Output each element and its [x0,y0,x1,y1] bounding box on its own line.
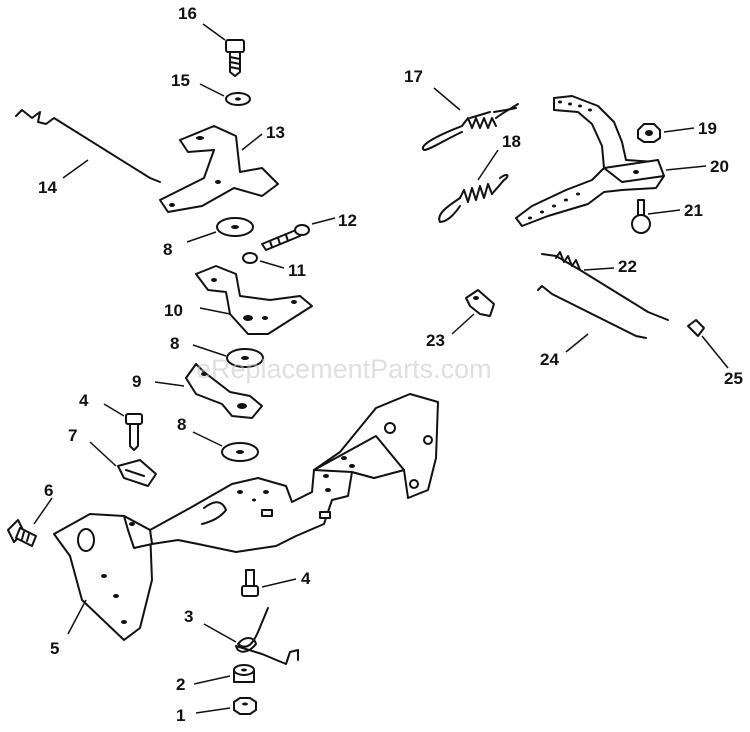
part-16-bolt [225,39,245,77]
callout-6: 6 [44,481,53,500]
part-19-nut [637,123,661,143]
callout-2: 2 [176,675,185,694]
part-15-washer [225,92,251,106]
part-21-bolt [631,199,651,234]
callout-20: 20 [710,157,729,176]
callout-10: 10 [164,301,183,320]
part-4-bolt-lower [241,569,259,597]
callout-9: 9 [132,372,141,391]
callout-11: 11 [288,261,306,280]
callout-3: 3 [184,607,193,626]
callout-21: 21 [684,201,703,220]
callout-5: 5 [50,639,59,658]
part-2-spacer [233,664,255,683]
callout-25: 25 [724,369,743,388]
part-18-spring [438,173,509,223]
callout-8a: 8 [163,240,172,259]
callout-1: 1 [176,706,185,725]
part-4-bolt-upper [125,413,143,451]
callout-18: 18 [502,132,521,151]
callout-7: 7 [68,426,77,445]
part-7-clip [117,459,157,487]
part-12-screw [261,224,310,251]
part-10-lever [195,265,313,335]
callout-14: 14 [38,178,57,197]
part-5-mounting-bracket [53,513,153,641]
part-11-nut [242,252,258,264]
callout-23: 23 [426,331,445,350]
watermark: eReplacementParts.com [196,354,492,384]
part-8-washer-top [216,217,254,237]
part-25-clip [687,319,705,337]
part-13-bracket [159,125,279,213]
callout-4b: 4 [301,569,311,588]
callout-19: 19 [698,119,717,138]
callout-24: 24 [540,350,559,369]
part-22-spring-rod [541,251,669,321]
callout-22: 22 [618,257,637,276]
callout-8c: 8 [177,415,186,434]
callout-8b: 8 [170,334,179,353]
part-9-lever-plate [185,363,263,419]
part-17-spring [421,103,519,151]
main-control-bracket [149,393,439,553]
part-14-link-wire [15,109,161,183]
part-24-link-rod [537,285,647,339]
callout-15: 15 [171,71,190,90]
part-3-spring [235,607,299,665]
part-8-washer-mid [226,348,264,368]
part-1-nut [233,697,257,715]
part-6-bolt [7,519,37,547]
part-23-clip [465,289,495,317]
callout-13: 13 [266,123,285,142]
callout-12: 12 [338,211,357,230]
callout-16: 16 [178,4,197,23]
callout-17: 17 [404,67,423,86]
callout-4a: 4 [79,391,89,410]
part-8-washer-bottom [221,442,259,462]
part-20-governor-lever [515,95,665,227]
